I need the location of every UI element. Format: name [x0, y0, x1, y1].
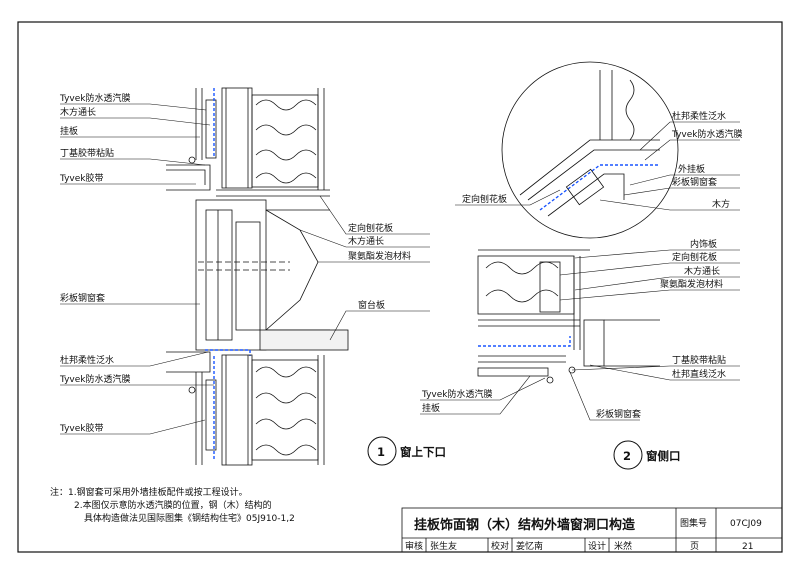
- detail-number-2: 2: [623, 449, 631, 463]
- note-3: 具体构造做法见国际图集《钢结构住宅》05J910-1,2: [84, 512, 295, 524]
- label-osb: 定向刨花板: [348, 222, 393, 234]
- sheet-frame: [17, 21, 783, 553]
- checker-name: 姜忆南: [516, 540, 543, 552]
- left-detail-right-labels: 定向刨花板 木方通长 聚氨酯发泡材料 窗台板: [348, 222, 411, 311]
- label-c-tyvek: Tyvek防水透汽膜: [671, 128, 743, 140]
- label-c-steel-trim: 彩板钢窗套: [672, 176, 717, 188]
- label-tyvek-membrane-2: Tyvek防水透汽膜: [59, 373, 131, 385]
- page-number: 21: [742, 542, 753, 552]
- label-j-butyl: 丁基胶带粘贴: [672, 354, 726, 366]
- label-tyvek-tape-2: Tyvek胶带: [59, 422, 104, 434]
- check-label: 校对: [491, 540, 509, 552]
- atlas-label: 图集号: [680, 517, 707, 529]
- label-timber-strip-r: 木方通长: [348, 235, 384, 247]
- jamb-labels: 内饰板 定向刨花板 木方通长 聚氨酯发泡材料 丁基胶带粘贴 杜邦直线泛水 Tyv…: [421, 238, 726, 420]
- label-c-cladding: 外挂板: [678, 163, 705, 175]
- jamb-leaders: [420, 249, 740, 421]
- circle-corner-detail: [501, 61, 679, 239]
- title-block: [401, 507, 783, 553]
- label-cladding-board: 挂板: [60, 125, 78, 137]
- circle-leaders: [455, 121, 740, 211]
- label-j-pu-foam: 聚氨酯发泡材料: [660, 278, 723, 290]
- atlas-number: 07CJ09: [730, 519, 762, 529]
- drawing-title: 挂板饰面钢（木）结构外墙窗洞口构造: [414, 517, 636, 533]
- label-steel-window-trim: 彩板钢窗套: [60, 292, 105, 304]
- label-j-tyvek: Tyvek防水透汽膜: [421, 388, 493, 400]
- label-j-steel-trim: 彩板钢窗套: [596, 408, 641, 420]
- label-timber-strip: 木方通长: [60, 106, 96, 118]
- design-label: 设计: [588, 540, 606, 552]
- left-leaders: [60, 103, 214, 435]
- label-window-sill: 窗台板: [358, 299, 385, 311]
- title-block-text: 挂板饰面钢（木）结构外墙窗洞口构造 图集号 07CJ09 审核 张生友 校对 姜…: [405, 517, 762, 552]
- circle-labels: 杜邦柔性泛水 Tyvek防水透汽膜 外挂板 彩板钢窗套 木方 定向刨花板: [462, 110, 743, 210]
- detail-1-caption: 1 窗上下口: [367, 436, 446, 466]
- label-tyvek-membrane: Tyvek防水透汽膜: [59, 92, 131, 104]
- label-c-osb: 定向刨花板: [462, 193, 507, 205]
- detail-number-1: 1: [377, 445, 385, 459]
- label-j-cladding: 挂板: [422, 402, 440, 414]
- label-c-flexible-flashing: 杜邦柔性泛水: [672, 110, 726, 122]
- left-labels: Tyvek防水透汽膜 木方通长 挂板 丁基胶带粘贴 Tyvek胶带 彩板钢窗套 …: [59, 92, 131, 434]
- page-label: 页: [690, 541, 699, 552]
- note-1: 注：1.钢窗套可采用外墙挂板配件或按工程设计。: [50, 486, 248, 498]
- label-j-osb: 定向刨花板: [672, 251, 717, 263]
- review-label: 审核: [405, 540, 423, 552]
- label-j-straight-flashing: 杜邦直线泛水: [672, 368, 726, 380]
- window-jamb-section: [477, 249, 660, 384]
- label-pu-foam: 聚氨酯发泡材料: [348, 250, 411, 262]
- reviewer-name: 张生友: [430, 540, 457, 552]
- note-2: 2.本图仅示意防水透汽膜的位置，钢（木）结构的: [74, 499, 272, 511]
- label-flexible-flashing: 杜邦柔性泛水: [60, 354, 114, 366]
- left-detail-right-leaders: [299, 195, 430, 341]
- window-head-sill-section: [166, 87, 349, 466]
- detail-caption-1: 窗上下口: [400, 445, 446, 459]
- label-j-interior-board: 内饰板: [690, 238, 717, 250]
- designer-name: 米然: [614, 540, 632, 552]
- notes: 注：1.钢窗套可采用外墙挂板配件或按工程设计。 2.本图仅示意防水透汽膜的位置，…: [50, 486, 295, 524]
- label-c-timber: 木方: [712, 198, 730, 210]
- label-j-timber: 木方通长: [684, 265, 720, 277]
- label-butyl-tape: 丁基胶带粘贴: [60, 147, 114, 159]
- detail-caption-2: 窗侧口: [646, 449, 681, 463]
- label-tyvek-tape: Tyvek胶带: [59, 172, 104, 184]
- detail-2-caption: 2 窗侧口: [613, 440, 681, 470]
